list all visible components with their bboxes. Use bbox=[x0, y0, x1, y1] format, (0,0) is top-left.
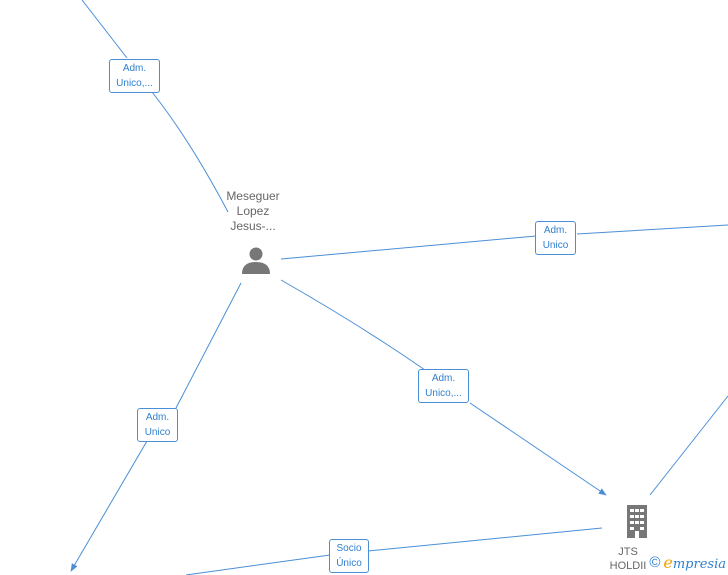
person-node-name[interactable]: Meseguer Lopez Jesus-... bbox=[226, 189, 280, 233]
edge-label-bottom[interactable]: Socio Único bbox=[329, 539, 369, 573]
edge-label-top[interactable]: Adm. Unico,... bbox=[109, 59, 160, 93]
edge-line-down-left bbox=[175, 282, 242, 409]
company-node-name[interactable]: JTS HOLDII bbox=[609, 546, 647, 572]
person-icon[interactable] bbox=[241, 246, 271, 274]
footer-brand: © empresia bbox=[649, 553, 726, 572]
brand-logo: empresia bbox=[663, 553, 726, 572]
edge-label-to-company[interactable]: Adm. Unico,... bbox=[418, 369, 469, 403]
edge-line-to-company bbox=[280, 279, 426, 371]
edge-line-right bbox=[280, 224, 728, 260]
edge-line-down-left-arrow bbox=[70, 440, 148, 572]
edge-label-down-left[interactable]: Adm. Unico bbox=[137, 408, 178, 442]
edge-line-company-right bbox=[649, 395, 728, 496]
copyright-icon: © bbox=[649, 554, 661, 571]
edge-line-top bbox=[81, 0, 229, 213]
edge-line-bottom bbox=[185, 527, 603, 575]
edge-line-to-company-arrow bbox=[469, 402, 607, 496]
building-icon[interactable] bbox=[622, 504, 652, 538]
edge-label-right[interactable]: Adm. Unico bbox=[535, 221, 576, 255]
